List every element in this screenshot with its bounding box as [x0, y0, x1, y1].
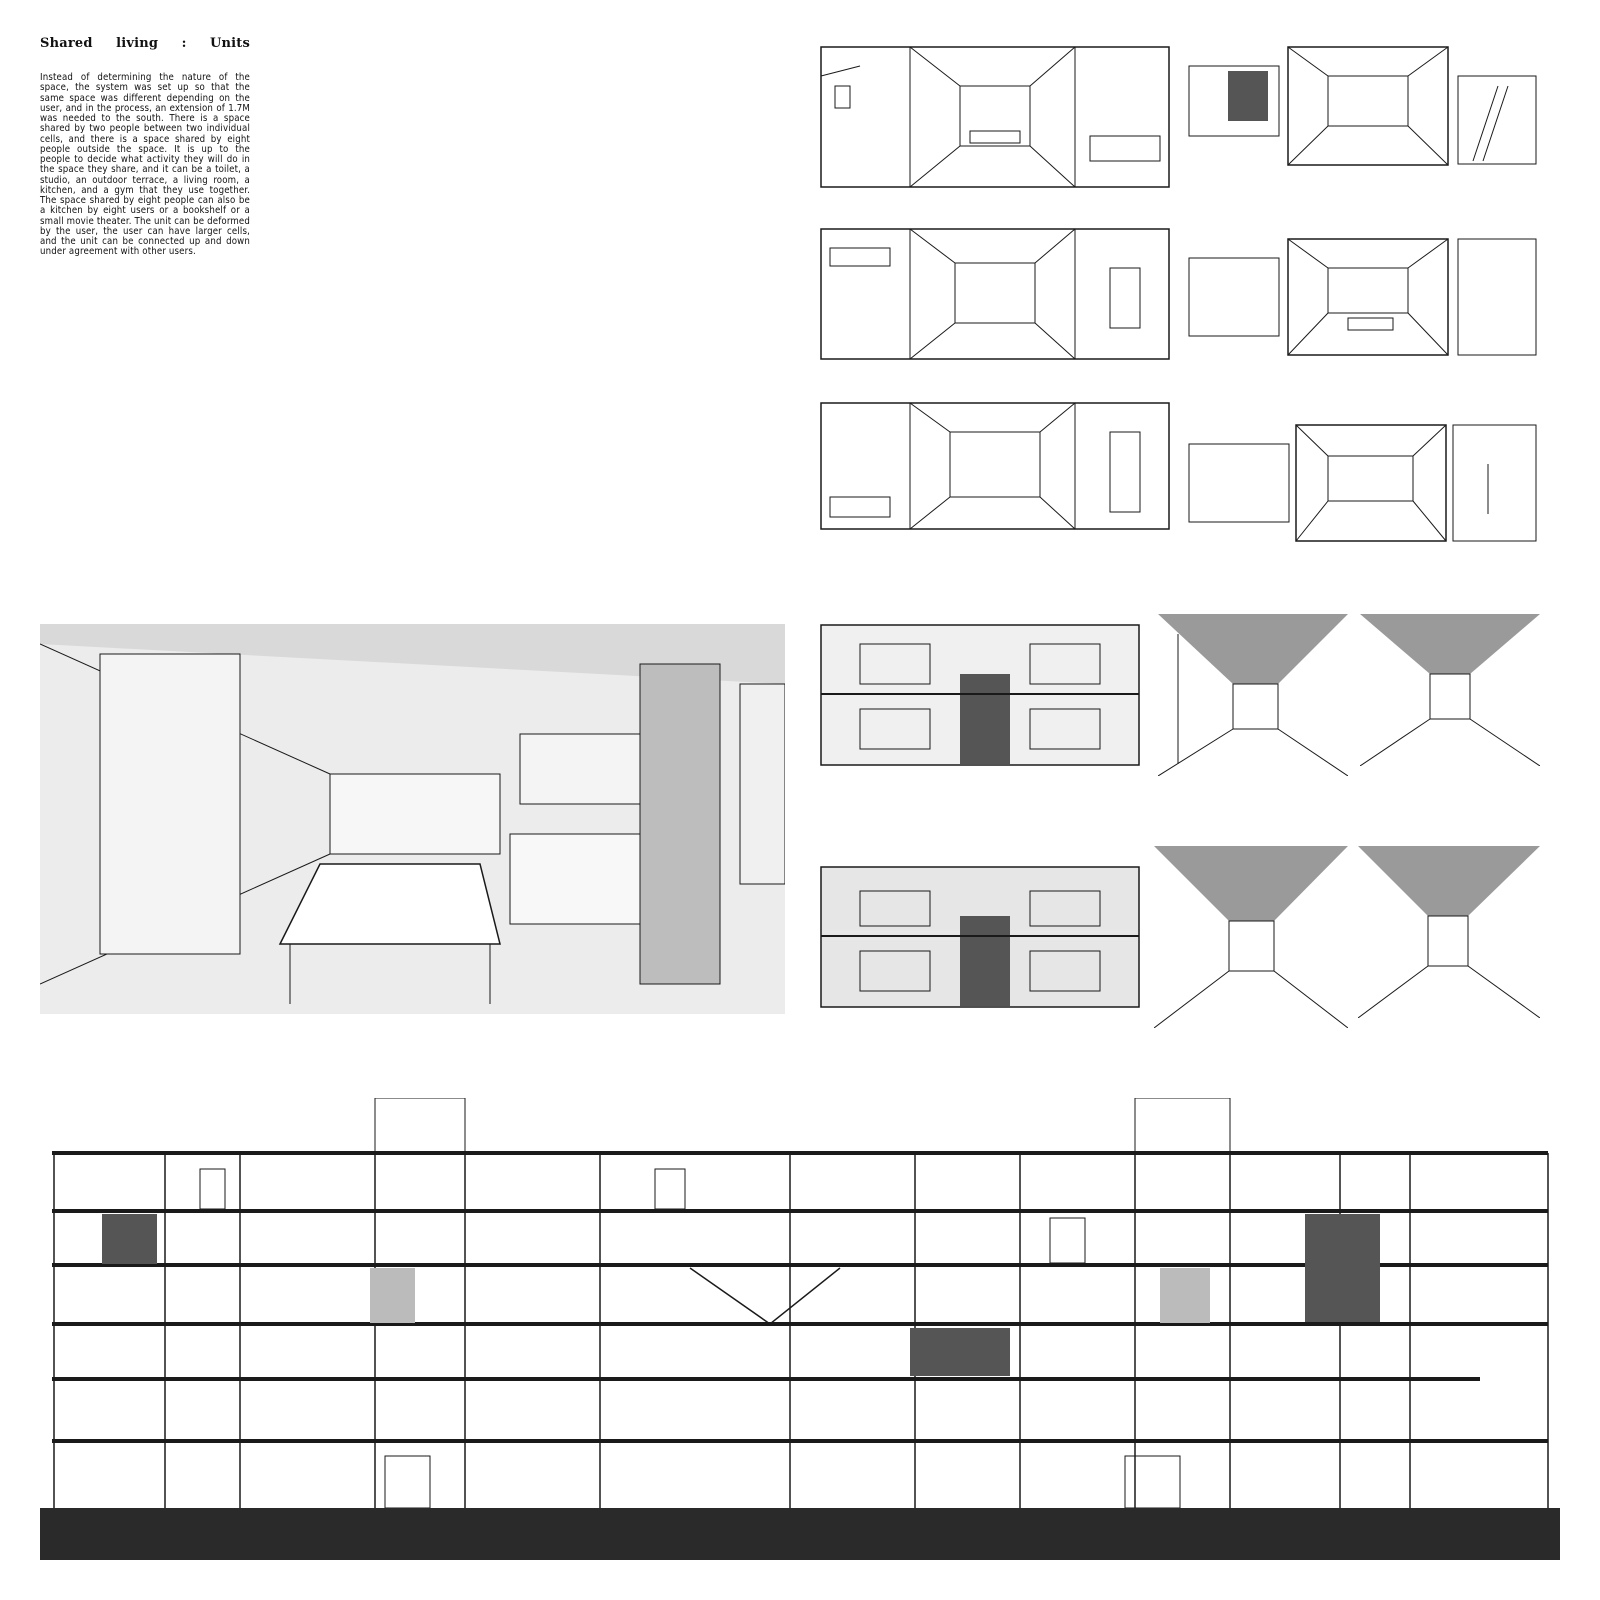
dining-kitchen-perspective — [40, 624, 785, 1014]
interior-sketch-row3-left — [820, 402, 1170, 530]
description-text: Instead of determining the nature of the… — [40, 72, 250, 258]
perspective-sketch — [820, 46, 1170, 188]
title-word-2: living — [116, 36, 159, 51]
interior-sketch-row2-left — [820, 228, 1170, 360]
interior-sketch-row3-right — [1188, 424, 1538, 542]
section-perspective-1 — [820, 624, 1140, 766]
building-section-drawing — [40, 1098, 1560, 1560]
title-word-4: Units — [209, 36, 250, 51]
interior-sketch-row1-right — [1188, 46, 1538, 166]
section-perspective-2 — [820, 866, 1140, 1008]
corridor-perspective-4 — [1358, 846, 1540, 1018]
interior-sketch-row1-left — [820, 46, 1170, 188]
title-word-3: : — [181, 36, 187, 51]
corridor-perspective-2 — [1360, 614, 1540, 766]
corridor-perspective-1 — [1158, 614, 1348, 776]
title-word-1: Shared — [40, 36, 93, 51]
interior-sketch-row2-right — [1188, 238, 1538, 356]
page-title: Shared living : Units — [40, 36, 250, 51]
corridor-perspective-3 — [1154, 846, 1348, 1028]
